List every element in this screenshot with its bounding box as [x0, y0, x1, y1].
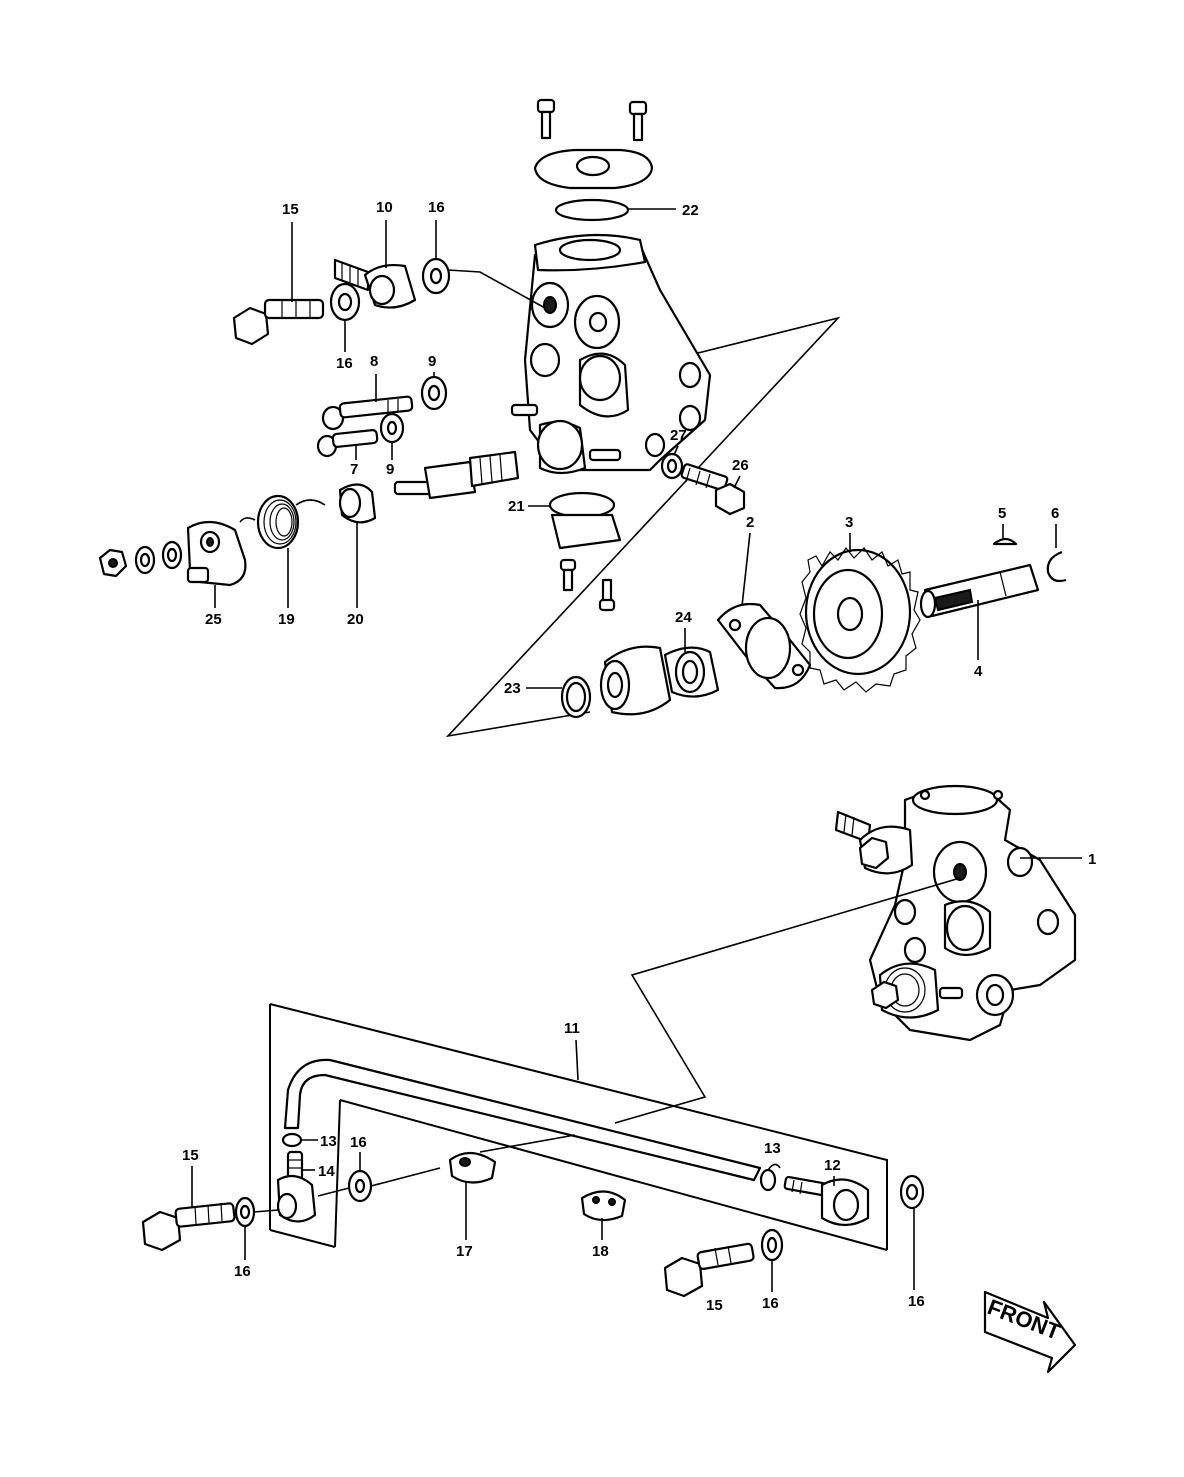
callout-3: 3: [845, 514, 853, 531]
connection-line: [614, 877, 961, 1124]
callout-15-top: 15: [282, 201, 299, 218]
hose-nipple: [286, 1150, 304, 1182]
clip-ring-21: [548, 491, 616, 519]
callout-27: 27: [670, 427, 687, 444]
banjo-bolt-top: [232, 298, 325, 346]
callout-11: 11: [564, 1020, 580, 1037]
bolt-26: [680, 463, 746, 516]
lower-screw-left: [559, 558, 577, 592]
o-ring-27: [660, 452, 684, 480]
pump-cover-plate: [533, 148, 654, 190]
spring-cap: [338, 483, 377, 524]
washer-16-top-lower: [329, 282, 361, 322]
banjo-fitting-right: [783, 1175, 870, 1227]
callout-7: 7: [350, 461, 358, 478]
front-direction-arrow: FRONT: [983, 1290, 1077, 1374]
callout-9-upper: 9: [428, 353, 436, 370]
callout-26: 26: [732, 457, 749, 474]
woodruff-key: [992, 537, 1018, 546]
callout-16-bottom-lower: 16: [762, 1295, 779, 1312]
screw-8: [321, 395, 414, 431]
banjo-fitting-top: [333, 258, 417, 309]
nut-left: [98, 548, 128, 578]
washer-16-bottom-mid: [347, 1169, 373, 1203]
callout-10: 10: [376, 199, 393, 216]
banjo-bolt-left: [141, 1202, 236, 1252]
hose-clip-right: [759, 1163, 781, 1192]
callout-23: 23: [504, 680, 521, 697]
callout-25: 25: [205, 611, 222, 628]
callout-16-bottom-right: 16: [908, 1293, 925, 1310]
callout-22: 22: [682, 202, 699, 219]
callout-18: 18: [592, 1243, 609, 1260]
hose-assembly-frame: [269, 1003, 888, 1250]
pump-drive-shaft: [919, 563, 1040, 619]
pump-gasket: [716, 602, 812, 690]
sub-assembly-frame: [445, 316, 841, 738]
callout-6: 6: [1051, 505, 1059, 522]
callout-20: 20: [347, 611, 364, 628]
callout-16-top-lower: 16: [336, 355, 353, 372]
cover-screw-right: [628, 100, 648, 142]
callout-16-bottom-left: 16: [234, 1263, 251, 1280]
callout-24: 24: [675, 609, 692, 626]
callout-14: 14: [318, 1163, 335, 1180]
banjo-bolt-bottom: [663, 1242, 755, 1298]
washer-16-bottom-left: [234, 1196, 256, 1228]
oil-hose: [283, 1058, 762, 1182]
callout-8: 8: [370, 353, 378, 370]
hose-clamp-plate: [580, 1190, 627, 1222]
o-ring-23: [560, 675, 592, 719]
cover-plate-lower: [550, 513, 622, 550]
washer-left-2: [161, 540, 183, 570]
bearing-24: [663, 646, 720, 698]
callouts: 22 15 10 16 16 8 9 7 9 27 26 21 25 19 20…: [182, 199, 1096, 1314]
callout-21: 21: [508, 498, 525, 515]
washer-16-top-upper: [421, 257, 451, 295]
callout-16-bottom-mid: 16: [350, 1134, 367, 1151]
washer-16-bottom-lower: [760, 1228, 784, 1262]
control-shaft: [393, 450, 520, 500]
washer-16-bottom-right: [899, 1174, 925, 1210]
pump-control-lever: [186, 520, 247, 587]
pump-drive-gear: [799, 546, 921, 693]
callout-12: 12: [824, 1157, 841, 1174]
callout-13-right: 13: [764, 1140, 781, 1157]
return-spring: [239, 494, 326, 550]
washer-9-lower: [379, 412, 405, 444]
pump-body-exploded: [510, 233, 712, 475]
cover-screw-left: [536, 98, 556, 140]
callout-1: 1: [1088, 851, 1096, 868]
callout-13-left: 13: [320, 1133, 337, 1150]
hose-clip-left: [281, 1132, 303, 1148]
washer-left-1: [134, 545, 156, 575]
callout-16-top-upper: 16: [428, 199, 445, 216]
callout-15-left: 15: [182, 1147, 199, 1164]
callout-2: 2: [746, 514, 754, 531]
circlip: [1046, 550, 1067, 583]
callout-4: 4: [974, 663, 983, 680]
washer-9-upper: [420, 375, 448, 411]
o-ring-cover: [554, 198, 630, 222]
banjo-fitting-left: [276, 1174, 317, 1223]
screw-7: [316, 429, 379, 458]
lower-screw-right: [598, 578, 616, 612]
callout-19: 19: [278, 611, 295, 628]
pump-bushing: [599, 645, 672, 716]
hose-grommet: [448, 1151, 497, 1184]
callout-9-lower: 9: [386, 461, 394, 478]
callout-5: 5: [998, 505, 1006, 522]
callout-15-bottom: 15: [706, 1297, 723, 1314]
oil-pump-assembly: [834, 784, 1077, 1042]
callout-17: 17: [456, 1243, 473, 1260]
